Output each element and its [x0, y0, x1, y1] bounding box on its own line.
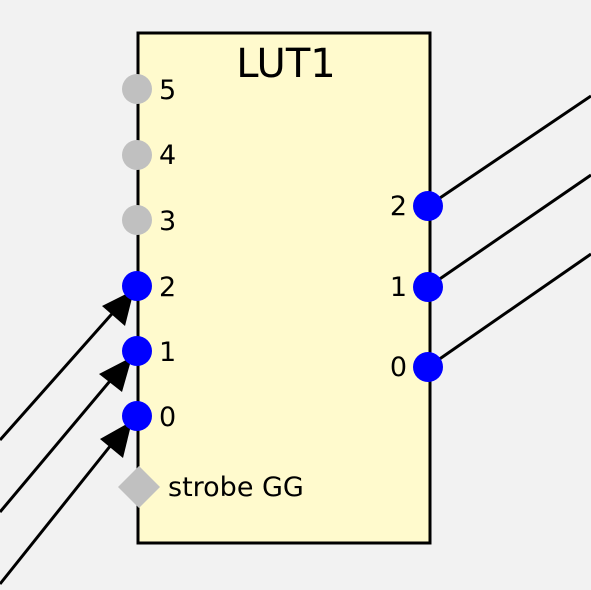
output-pin-label-0: 0: [390, 352, 407, 383]
input-pin-label-4: 4: [159, 140, 176, 171]
wire-in-0[interactable]: [0, 439, 117, 585]
strobe-pin-diamond[interactable]: [118, 466, 160, 508]
output-pin-0[interactable]: [413, 352, 443, 382]
input-pin-label-3: 3: [159, 206, 176, 237]
strobe-pin-label: strobe GG: [168, 472, 304, 503]
output-pin-label-1: 1: [390, 272, 407, 303]
wire-out-1[interactable]: [427, 173, 591, 289]
input-pin-4[interactable]: [122, 140, 152, 170]
arrowhead-in-1: [99, 357, 132, 392]
input-pin-label-0: 0: [159, 402, 176, 433]
output-wires: [427, 94, 591, 369]
input-pin-label-1: 1: [159, 337, 176, 368]
input-pin-0[interactable]: [122, 401, 152, 431]
strobe-pin-group: strobe GG: [118, 466, 304, 508]
input-pin-3[interactable]: [122, 205, 152, 235]
input-pin-label-5: 5: [159, 75, 176, 106]
input-pin-2[interactable]: [122, 271, 152, 301]
input-wires: [0, 290, 134, 585]
arrowhead-in-2: [102, 290, 134, 326]
input-pin-5[interactable]: [122, 74, 152, 104]
output-pin-2[interactable]: [413, 191, 443, 221]
wire-out-0[interactable]: [427, 252, 591, 369]
wire-in-2[interactable]: [0, 306, 120, 441]
wire-in-1[interactable]: [0, 374, 117, 513]
input-pin-label-2: 2: [159, 272, 176, 303]
output-pin-label-2: 2: [390, 191, 407, 222]
input-pin-1[interactable]: [122, 336, 152, 366]
wire-out-2[interactable]: [427, 94, 591, 208]
lut-block-body[interactable]: [136, 31, 432, 545]
input-pins: 5 4 3 2 1 0: [122, 74, 176, 433]
lut-block[interactable]: LUT1: [136, 31, 432, 545]
arrowhead-in-0: [100, 421, 132, 458]
block-title: LUT1: [236, 41, 335, 87]
output-pins: 2 1 0: [390, 191, 443, 383]
output-pin-1[interactable]: [413, 272, 443, 302]
